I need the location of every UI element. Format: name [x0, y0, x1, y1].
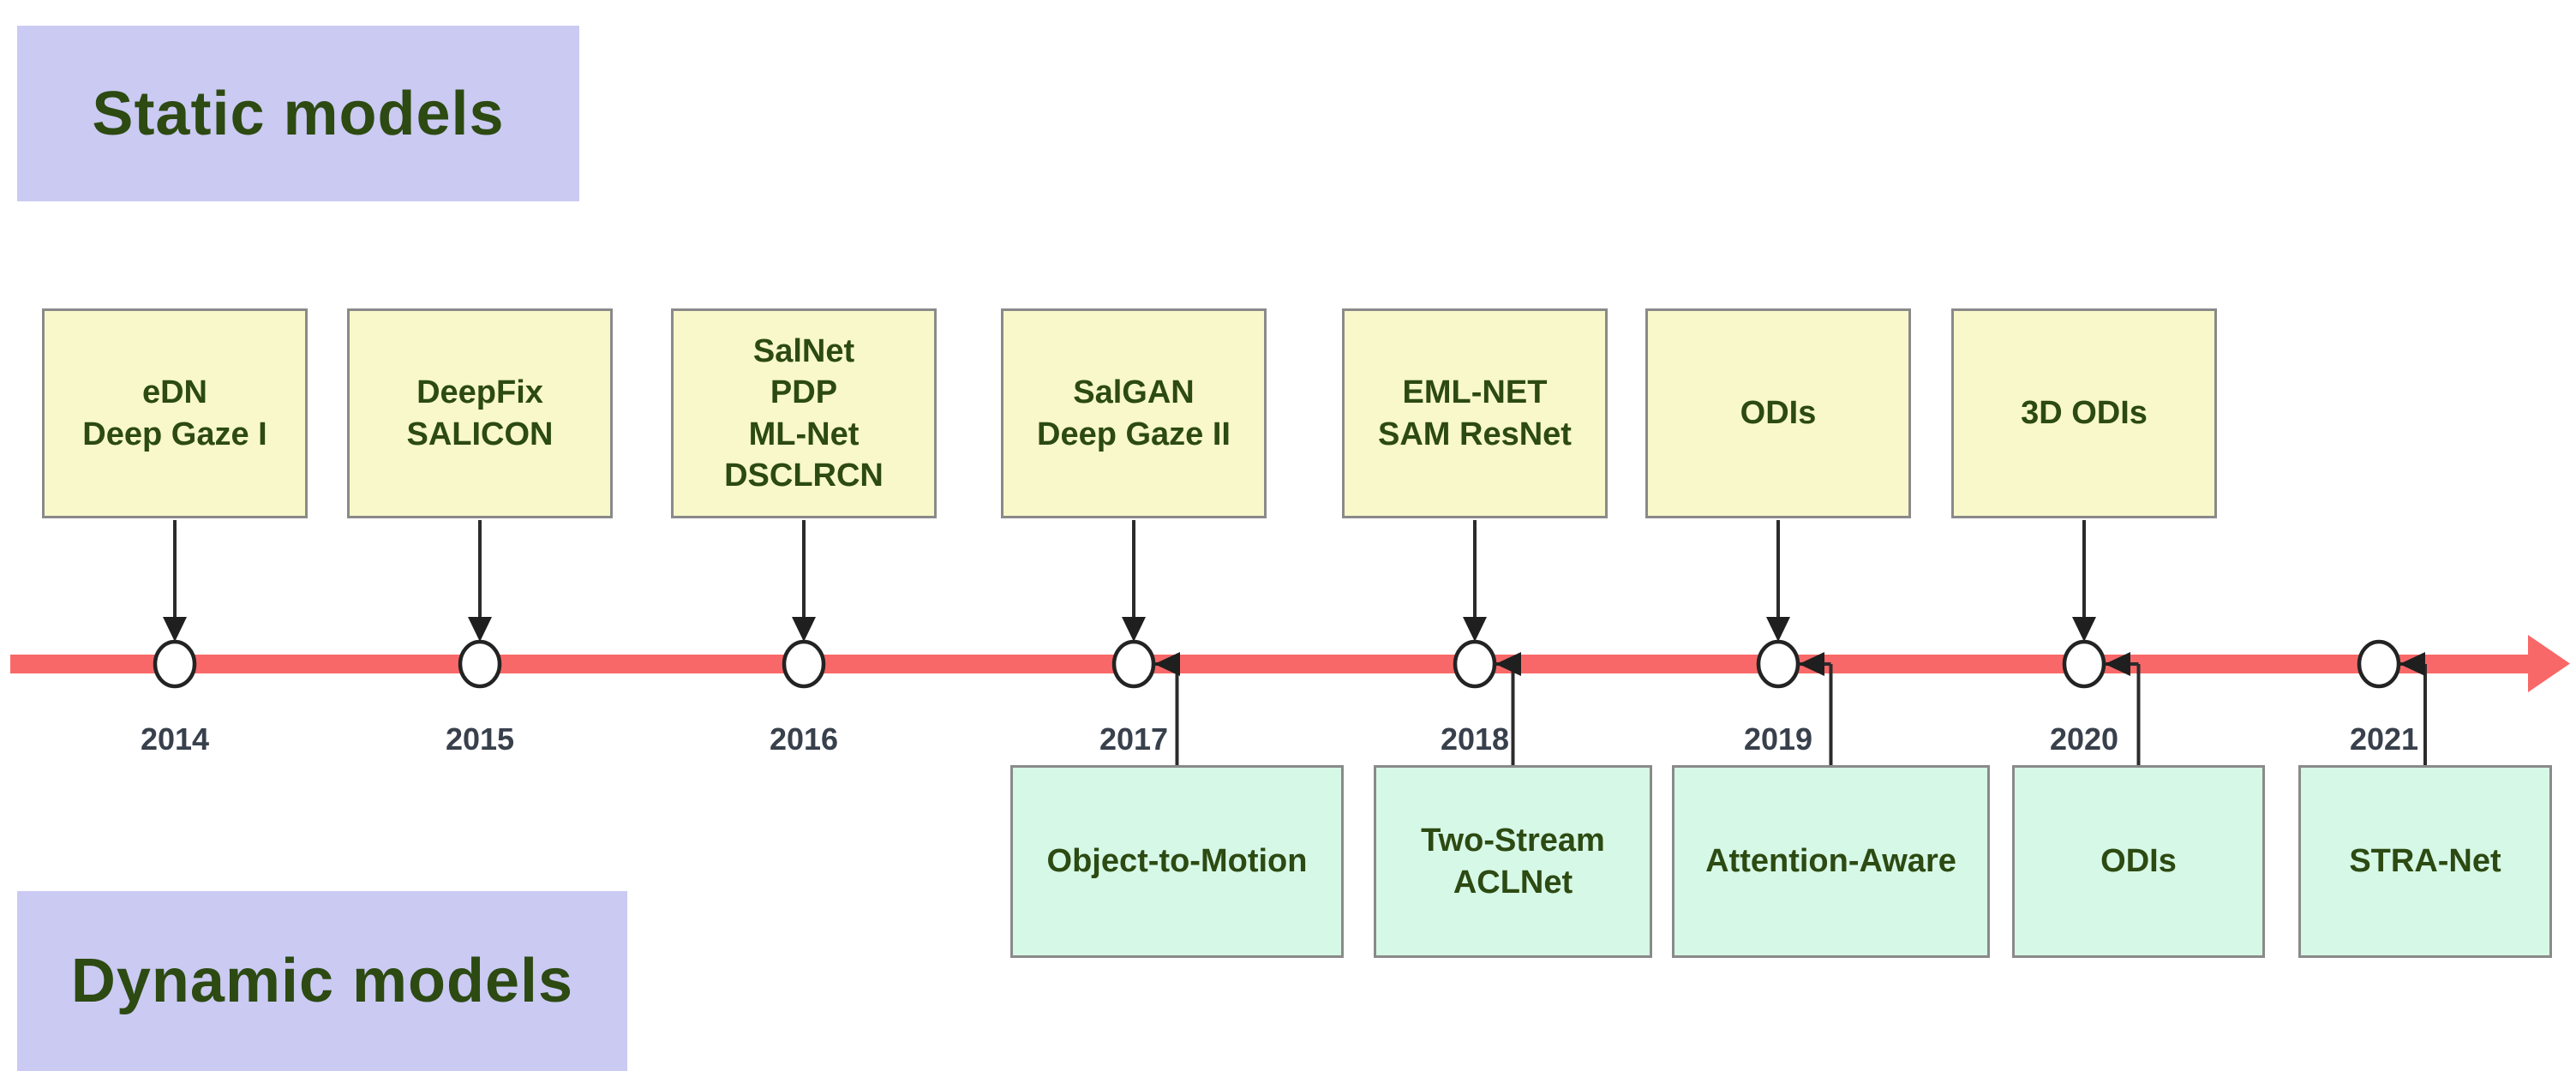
- year-label-2014: 2014: [140, 721, 210, 757]
- static-model-label: ODIs: [1740, 395, 1817, 432]
- static-model-box-2018: EML-NET SAM ResNet: [1342, 308, 1608, 518]
- year-label-2020: 2020: [2049, 721, 2119, 757]
- dynamic-model-label: Object-to-Motion: [1046, 843, 1308, 880]
- dynamic-connector-2018: [1495, 652, 1521, 767]
- left-arrowhead-icon: [1799, 652, 1824, 676]
- dynamic-model-box-2020: ODIs: [2012, 765, 2265, 958]
- static-model-label: DeepFix SALICON: [406, 374, 554, 452]
- static-connector-2015: [468, 520, 492, 642]
- year-label-2017: 2017: [1099, 721, 1169, 757]
- dynamic-model-label: Attention-Aware: [1705, 843, 1956, 880]
- timeline-axis: [10, 655, 2531, 673]
- year-label-2018: 2018: [1440, 721, 1510, 757]
- static-model-box-2016: SalNet PDP ML-Net DSCLRCN: [671, 308, 937, 518]
- dynamic-model-box-2017: Object-to-Motion: [1010, 765, 1344, 958]
- down-arrowhead-icon: [1766, 617, 1790, 642]
- left-arrowhead-icon: [1154, 652, 1180, 676]
- year-marker-2015: [458, 639, 502, 689]
- static-connector-2019: [1766, 520, 1790, 642]
- dynamic-connector-2019: [1799, 652, 1833, 767]
- dynamic-connector-2021: [2399, 652, 2427, 767]
- dynamic-model-box-2018: Two-Stream ACLNet: [1374, 765, 1652, 958]
- down-arrowhead-icon: [1463, 617, 1487, 642]
- dynamic-model-box-2021: STRA-Net: [2298, 765, 2552, 958]
- year-label-2015: 2015: [445, 721, 515, 757]
- timeline-arrowhead-icon: [2528, 635, 2570, 692]
- static-model-box-2015: DeepFix SALICON: [347, 308, 613, 518]
- dynamic-model-label: Two-Stream ACLNet: [1421, 823, 1605, 900]
- down-arrowhead-icon: [2072, 617, 2096, 642]
- year-marker-2021: [2357, 639, 2401, 689]
- dynamic-models-legend-label: Dynamic models: [70, 947, 574, 1015]
- year-label-2021: 2021: [2349, 721, 2419, 757]
- down-arrowhead-icon: [468, 617, 492, 642]
- static-model-label: 3D ODIs: [2021, 395, 2148, 432]
- year-marker-2020: [2062, 639, 2106, 689]
- left-arrowhead-icon: [2399, 652, 2425, 676]
- dynamic-connector-2020: [2105, 652, 2141, 767]
- static-connector-2016: [792, 520, 816, 642]
- static-model-label: EML-NET SAM ResNet: [1378, 374, 1572, 452]
- static-models-legend-label: Static models: [92, 79, 505, 148]
- static-model-label: SalNet PDP ML-Net DSCLRCN: [724, 333, 884, 494]
- dynamic-model-label: ODIs: [2100, 843, 2177, 880]
- year-marker-2017: [1111, 639, 1156, 689]
- down-arrowhead-icon: [792, 617, 816, 642]
- static-connector-2017: [1122, 520, 1146, 642]
- year-marker-2014: [153, 639, 197, 689]
- static-model-label: eDN Deep Gaze I: [82, 374, 267, 452]
- static-model-box-2020: 3D ODIs: [1951, 308, 2217, 518]
- static-connector-2014: [163, 520, 187, 642]
- static-model-label: SalGAN Deep Gaze II: [1037, 374, 1231, 452]
- year-label-2016: 2016: [769, 721, 839, 757]
- static-model-box-2017: SalGAN Deep Gaze II: [1001, 308, 1267, 518]
- year-marker-2019: [1756, 639, 1800, 689]
- static-connector-2020: [2072, 520, 2096, 642]
- static-model-box-2014: eDN Deep Gaze I: [42, 308, 308, 518]
- static-connector-2018: [1463, 520, 1487, 642]
- year-marker-2018: [1453, 639, 1497, 689]
- static-model-box-2019: ODIs: [1645, 308, 1911, 518]
- dynamic-connector-2017: [1154, 652, 1180, 767]
- year-marker-2016: [782, 639, 826, 689]
- left-arrowhead-icon: [2105, 652, 2130, 676]
- left-arrowhead-icon: [1495, 652, 1521, 676]
- year-label-2019: 2019: [1743, 721, 1813, 757]
- dynamic-models-legend: Dynamic models: [17, 891, 627, 1071]
- dynamic-model-box-2019: Attention-Aware: [1672, 765, 1990, 958]
- down-arrowhead-icon: [1122, 617, 1146, 642]
- static-models-legend: Static models: [17, 26, 579, 201]
- down-arrowhead-icon: [163, 617, 187, 642]
- dynamic-model-label: STRA-Net: [2349, 843, 2501, 880]
